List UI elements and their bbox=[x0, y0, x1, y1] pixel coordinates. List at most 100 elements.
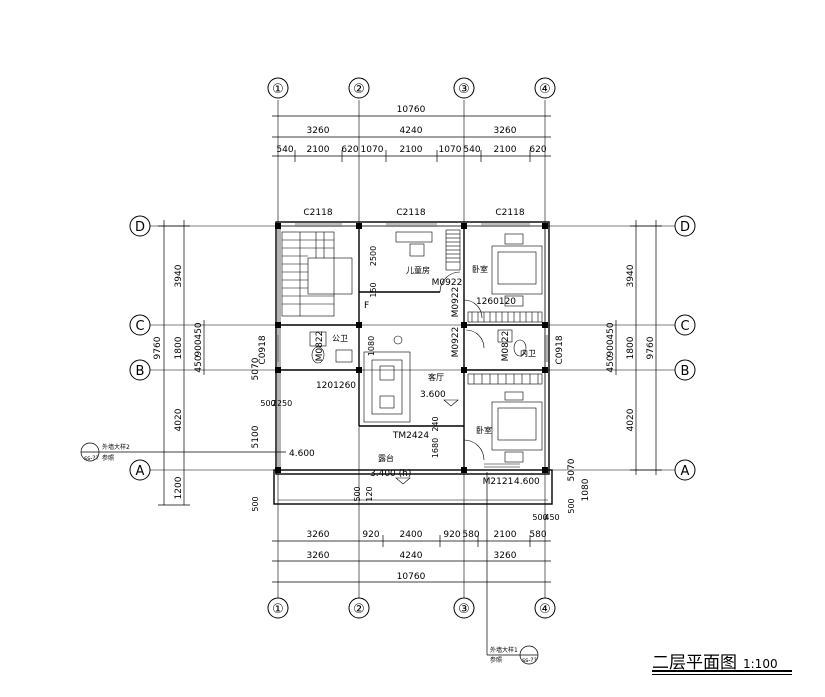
window-label: C0918 bbox=[555, 335, 565, 364]
axis-label-right-D: D bbox=[680, 220, 690, 235]
dim-left-bay: 1800 bbox=[174, 336, 184, 359]
window-label: TM2424 bbox=[392, 431, 429, 441]
window-label: C2118 bbox=[303, 208, 332, 218]
dim-bottom-opening: 3260 bbox=[307, 530, 330, 540]
elevation-label: 3.400 (h) bbox=[370, 469, 411, 479]
dim-misc: 450 bbox=[544, 513, 559, 522]
stair-direction-mark: F bbox=[364, 301, 369, 311]
axis-bubble bbox=[453, 597, 475, 619]
title-underline bbox=[652, 670, 792, 675]
dim-misc: 2500 bbox=[369, 246, 378, 266]
dim-misc: 500 bbox=[353, 486, 362, 501]
dim-top-opening: 2100 bbox=[400, 145, 423, 155]
detail-label: 外墙大样2 bbox=[102, 443, 130, 451]
dim-misc: 120 bbox=[365, 486, 374, 501]
axis-bubble bbox=[129, 215, 151, 237]
dim-top-opening: 2100 bbox=[494, 145, 517, 155]
axis-bubble bbox=[674, 314, 696, 336]
dim-right-inner: 5070 bbox=[567, 458, 577, 481]
axis-label-top-2: ② bbox=[353, 82, 365, 97]
dim-misc: 1680 bbox=[431, 438, 440, 458]
dim-bottom-opening: 580 bbox=[529, 530, 546, 540]
dim-top-opening: 1070 bbox=[439, 145, 462, 155]
dim-right-bay: 4020 bbox=[626, 408, 636, 431]
room-label: 内卫 bbox=[520, 348, 536, 358]
dim-right-bay: 3940 bbox=[626, 264, 636, 287]
dim-bottom-opening: 580 bbox=[462, 530, 479, 540]
bathroom-fixtures bbox=[309, 329, 527, 364]
dim-left-outer: 9760 bbox=[153, 336, 163, 359]
axis-label-left-C: C bbox=[135, 319, 144, 334]
dim-top-opening: 1070 bbox=[361, 145, 384, 155]
top-bedroom-furniture bbox=[463, 233, 543, 323]
dim-bottom-opening: 2100 bbox=[494, 530, 517, 540]
dim-misc: 2250 bbox=[272, 399, 292, 408]
axis-bubble bbox=[129, 314, 151, 336]
axis-bubble bbox=[674, 215, 696, 237]
axis-label-left-D: D bbox=[135, 220, 145, 235]
axis-label-left-A: A bbox=[136, 464, 145, 479]
axis-bubble bbox=[534, 77, 556, 99]
drawing-title-block: 二层平面图 1:100 bbox=[652, 648, 778, 673]
bottom-dimension-lines bbox=[272, 535, 551, 583]
axis-bubble bbox=[129, 359, 151, 381]
axis-bubbles bbox=[129, 77, 696, 619]
elevation-label: 4.600 bbox=[289, 449, 315, 459]
drawing-scale: 1:100 bbox=[743, 657, 778, 671]
dim-left-bay: 4020 bbox=[174, 408, 184, 431]
dim-right-outer: 9760 bbox=[646, 336, 656, 359]
detail-ref-number: ss-?? bbox=[522, 657, 537, 664]
axis-label-right-C: C bbox=[680, 319, 689, 334]
dim-top-opening: 620 bbox=[341, 145, 358, 155]
door-label: M0922 bbox=[432, 278, 463, 288]
window-label: C2118 bbox=[495, 208, 524, 218]
dim-bottom-opening: 920 bbox=[443, 530, 460, 540]
axis-label-bottom-2: ② bbox=[353, 602, 365, 617]
dim-bottom-opening: 2400 bbox=[400, 530, 423, 540]
detail-label: 参照 bbox=[490, 656, 502, 664]
dim-left-inner: 5070 bbox=[251, 357, 261, 380]
top-dimension-lines bbox=[272, 115, 551, 162]
axis-bubble bbox=[674, 359, 696, 381]
dim-bottom-bay: 4240 bbox=[400, 551, 423, 561]
axis-label-left-B: B bbox=[136, 364, 145, 379]
axis-bubble bbox=[534, 597, 556, 619]
dim-left-inner: 5100 bbox=[251, 425, 261, 448]
detail-label: 参照 bbox=[102, 454, 114, 462]
dim-bottom-opening: 920 bbox=[362, 530, 379, 540]
drawing-title: 二层平面图 bbox=[652, 653, 737, 673]
living-room-furniture bbox=[363, 335, 459, 423]
childrens-room-furniture bbox=[395, 229, 461, 293]
axis-bubble bbox=[674, 459, 696, 481]
detail-label: 外墙大样1 bbox=[490, 646, 518, 654]
left-dimension-lines bbox=[158, 220, 205, 506]
window-openings bbox=[275, 223, 548, 362]
dim-misc: 500 bbox=[260, 399, 275, 408]
axis-label-right-A: A bbox=[681, 464, 690, 479]
axis-bubble bbox=[348, 597, 370, 619]
axis-bubble bbox=[348, 77, 370, 99]
door-label: M0822 bbox=[501, 331, 511, 362]
detail-reference-left bbox=[80, 442, 286, 462]
detail-reference-bottom bbox=[486, 472, 539, 665]
dim-misc: 150 bbox=[369, 282, 378, 297]
door-label: M2121 bbox=[483, 477, 514, 487]
dim-misc: 240 bbox=[431, 416, 440, 431]
room-label: 公卫 bbox=[332, 334, 348, 343]
axis-grid bbox=[150, 100, 675, 600]
dim-left-bay: 3940 bbox=[174, 264, 184, 287]
axis-label-bottom-3: ③ bbox=[458, 602, 470, 617]
axis-bubble bbox=[267, 597, 289, 619]
dim-right-inner: 450 bbox=[606, 355, 616, 372]
terrace-details bbox=[395, 463, 520, 485]
door-label: M0922 bbox=[451, 287, 461, 318]
elevation-label: 4.600 bbox=[514, 477, 540, 487]
dim-left-inner: 900 bbox=[194, 339, 204, 356]
right-dimension-lines bbox=[615, 220, 662, 475]
dim-left-inner: 450 bbox=[194, 355, 204, 372]
dim-misc: 500 bbox=[532, 513, 547, 522]
room-label: 卧室 bbox=[476, 425, 492, 435]
dim-bottom-bay: 3260 bbox=[307, 551, 330, 561]
dim-top-bay: 4240 bbox=[400, 126, 423, 136]
